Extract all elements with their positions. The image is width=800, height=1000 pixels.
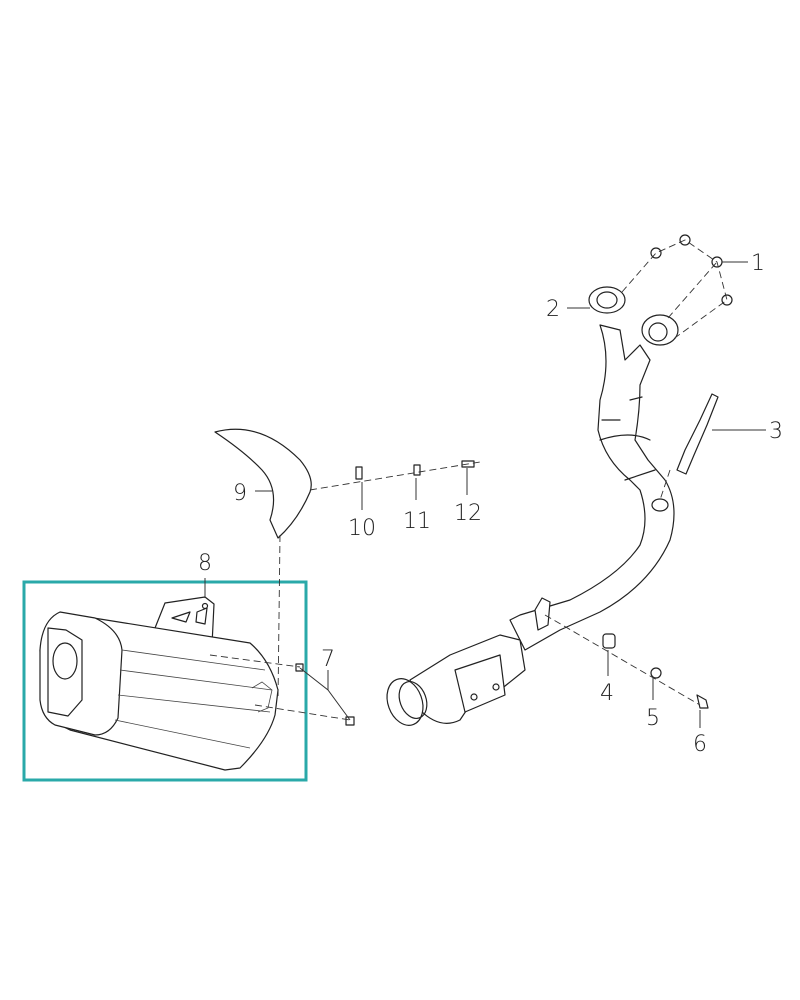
callout-8: 8 (198, 551, 212, 576)
bolt-part-6[interactable] (696, 694, 709, 709)
callout-10: 10 (348, 516, 376, 541)
highlight-box-part-8[interactable] (22, 580, 308, 782)
callout-labels: 1 2 3 4 5 6 7 8 9 10 11 12 (198, 251, 783, 757)
nut-part-7a[interactable] (295, 663, 304, 672)
callout-11: 11 (403, 509, 431, 534)
grommet-part-4[interactable] (602, 633, 616, 649)
callout-5: 5 (646, 706, 660, 731)
callout-2: 2 (546, 297, 560, 322)
exhaust-header-pipe[interactable] (381, 286, 679, 730)
nut-part-7b[interactable] (345, 716, 355, 726)
callout-4: 4 (600, 681, 614, 706)
callout-3: 3 (769, 419, 783, 444)
muffler-part-8[interactable] (39, 596, 279, 771)
callout-1: 1 (751, 251, 765, 276)
callout-7: 7 (321, 647, 335, 672)
callout-9: 9 (233, 481, 247, 506)
collar-part-11[interactable] (413, 464, 421, 476)
assembly-lines (209, 239, 728, 721)
oxygen-sensor-part-3[interactable] (676, 393, 719, 475)
grommet-part-10[interactable] (355, 466, 363, 480)
callout-12: 12 (454, 501, 482, 526)
collar-part-5[interactable] (650, 667, 662, 679)
callout-6: 6 (693, 732, 707, 757)
nuts-part-1[interactable] (650, 234, 733, 306)
heat-shield-part-9[interactable] (214, 428, 312, 539)
leader-lines (204, 261, 766, 728)
